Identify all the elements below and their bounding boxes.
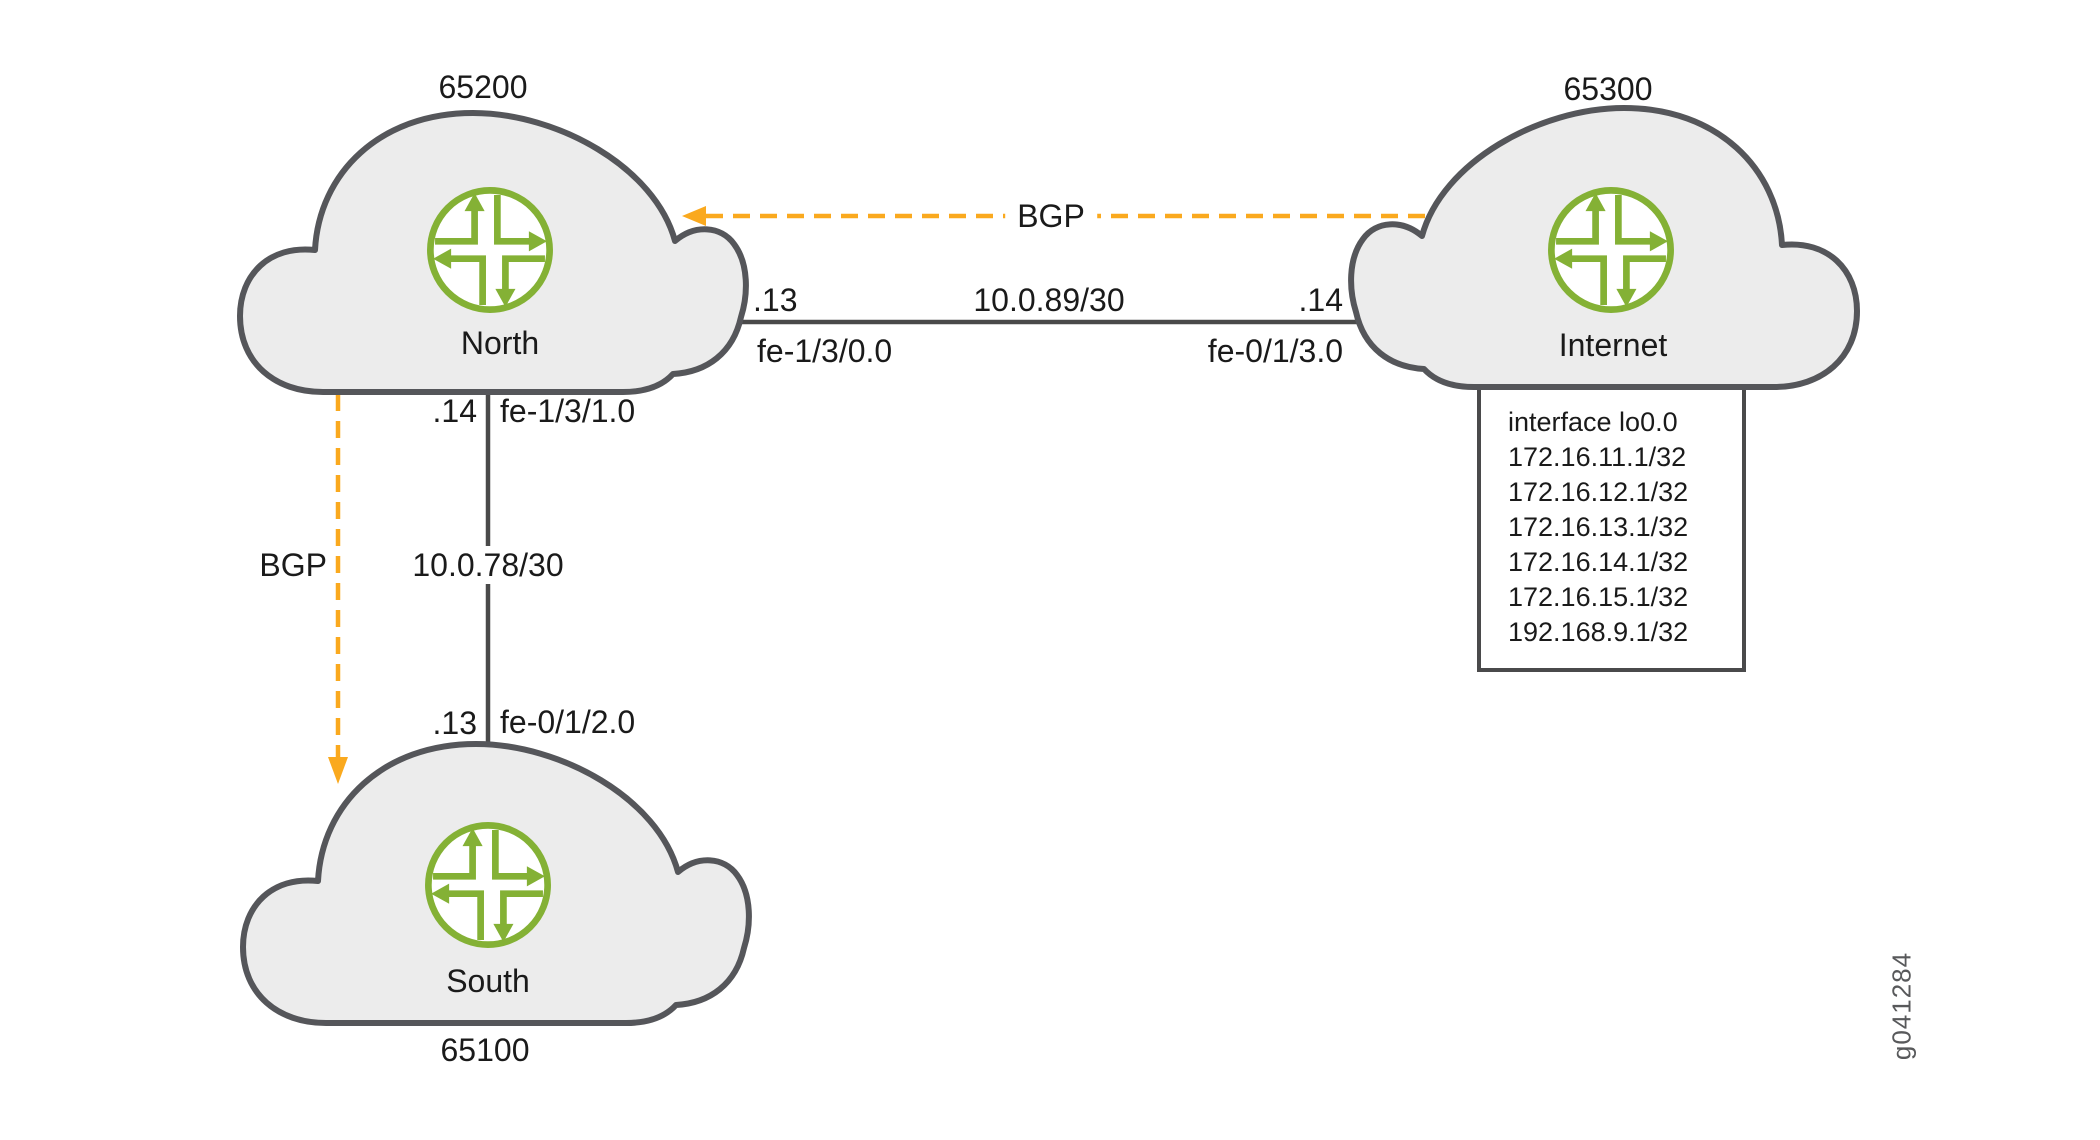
bgp-arrow-internet-to-north [682, 206, 1444, 226]
interface-label-north-h: fe-1/3/0.0 [757, 333, 893, 369]
interface-label-south: fe-0/1/2.0 [500, 704, 636, 740]
as-number-internet: 65300 [1563, 71, 1653, 107]
bgp-label-horizontal: BGP [1005, 197, 1097, 235]
as-number-north: 65200 [438, 69, 528, 105]
node-label-south: South [446, 963, 530, 999]
loopback-address: 172.16.13.1/32 [1508, 512, 1689, 542]
figure-id-watermark: g041284 [1886, 951, 1917, 1061]
loopback-address: 172.16.11.1/32 [1508, 442, 1687, 472]
subnet-label-north-south: 10.0.78/30 [400, 546, 576, 584]
loopback-address: 172.16.15.1/32 [1508, 582, 1689, 612]
ip-label-north-v: .14 [432, 393, 477, 429]
ip-label-south: .13 [432, 705, 477, 741]
node-label-north: North [460, 325, 540, 361]
as-number-south: 65100 [440, 1032, 530, 1068]
subnet-label-north-internet: 10.0.89/30 [973, 282, 1125, 318]
router-icon-internet [1551, 190, 1670, 309]
router-icon-south [428, 825, 547, 944]
bgp-label-vertical: BGP [259, 547, 327, 583]
arrowhead-down-icon [328, 757, 348, 784]
loopback-title: interface lo0.0 [1508, 407, 1678, 437]
loopback-address: 172.16.14.1/32 [1508, 547, 1689, 577]
bgp-arrow-north-to-south [328, 394, 348, 784]
interface-label-north-v: fe-1/3/1.0 [500, 393, 636, 429]
interface-label-internet: fe-0/1/3.0 [1207, 333, 1343, 369]
ip-label-internet: .14 [1298, 282, 1343, 318]
loopback-box [1477, 376, 1746, 672]
arrowhead-left-icon [682, 206, 706, 226]
router-icon-north [430, 190, 549, 309]
node-label-internet: Internet [1558, 327, 1668, 363]
loopback-address: 172.16.12.1/32 [1508, 477, 1689, 507]
ip-label-north-h: .13 [753, 282, 798, 318]
loopback-address: 192.168.9.1/32 [1508, 617, 1689, 647]
